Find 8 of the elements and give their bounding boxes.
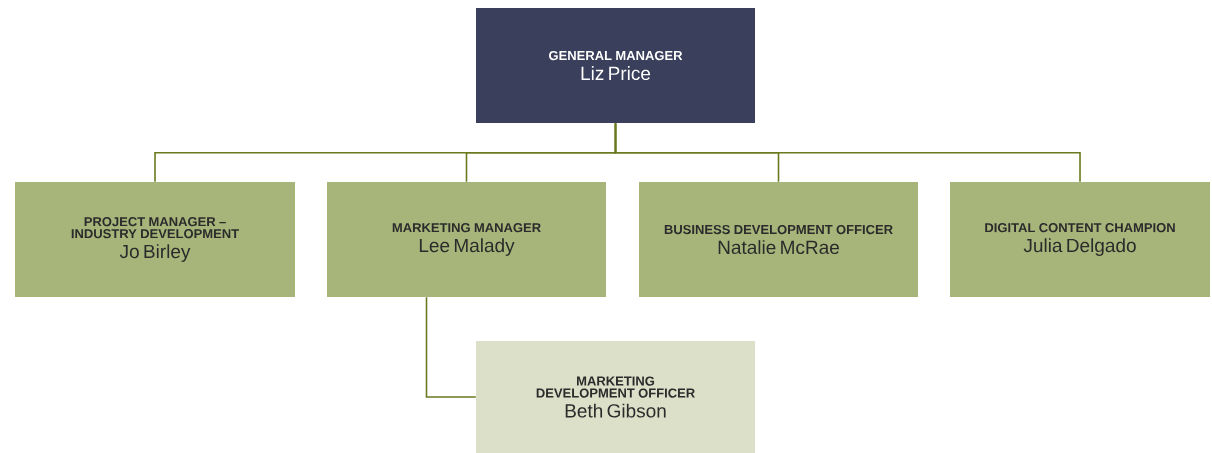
connector-line — [425, 296, 477, 398]
org-box: DIGITAL CONTENT CHAMPION Julia Delgado — [950, 182, 1210, 297]
org-box: MARKETING DEVELOPMENT OFFICER Beth Gibson — [476, 341, 755, 453]
connector-line — [614, 122, 1081, 183]
org-box: PROJECT MANAGER – INDUSTRY DEVELOPMENT Jo Birley — [15, 182, 295, 297]
org-box: MARKETING MANAGER Lee Malady — [327, 182, 606, 297]
org-box: BUSINESS DEVELOPMENT OFFICER Natalie McRae — [639, 182, 918, 297]
org-box: GENERAL MANAGER Liz Price — [476, 8, 755, 123]
